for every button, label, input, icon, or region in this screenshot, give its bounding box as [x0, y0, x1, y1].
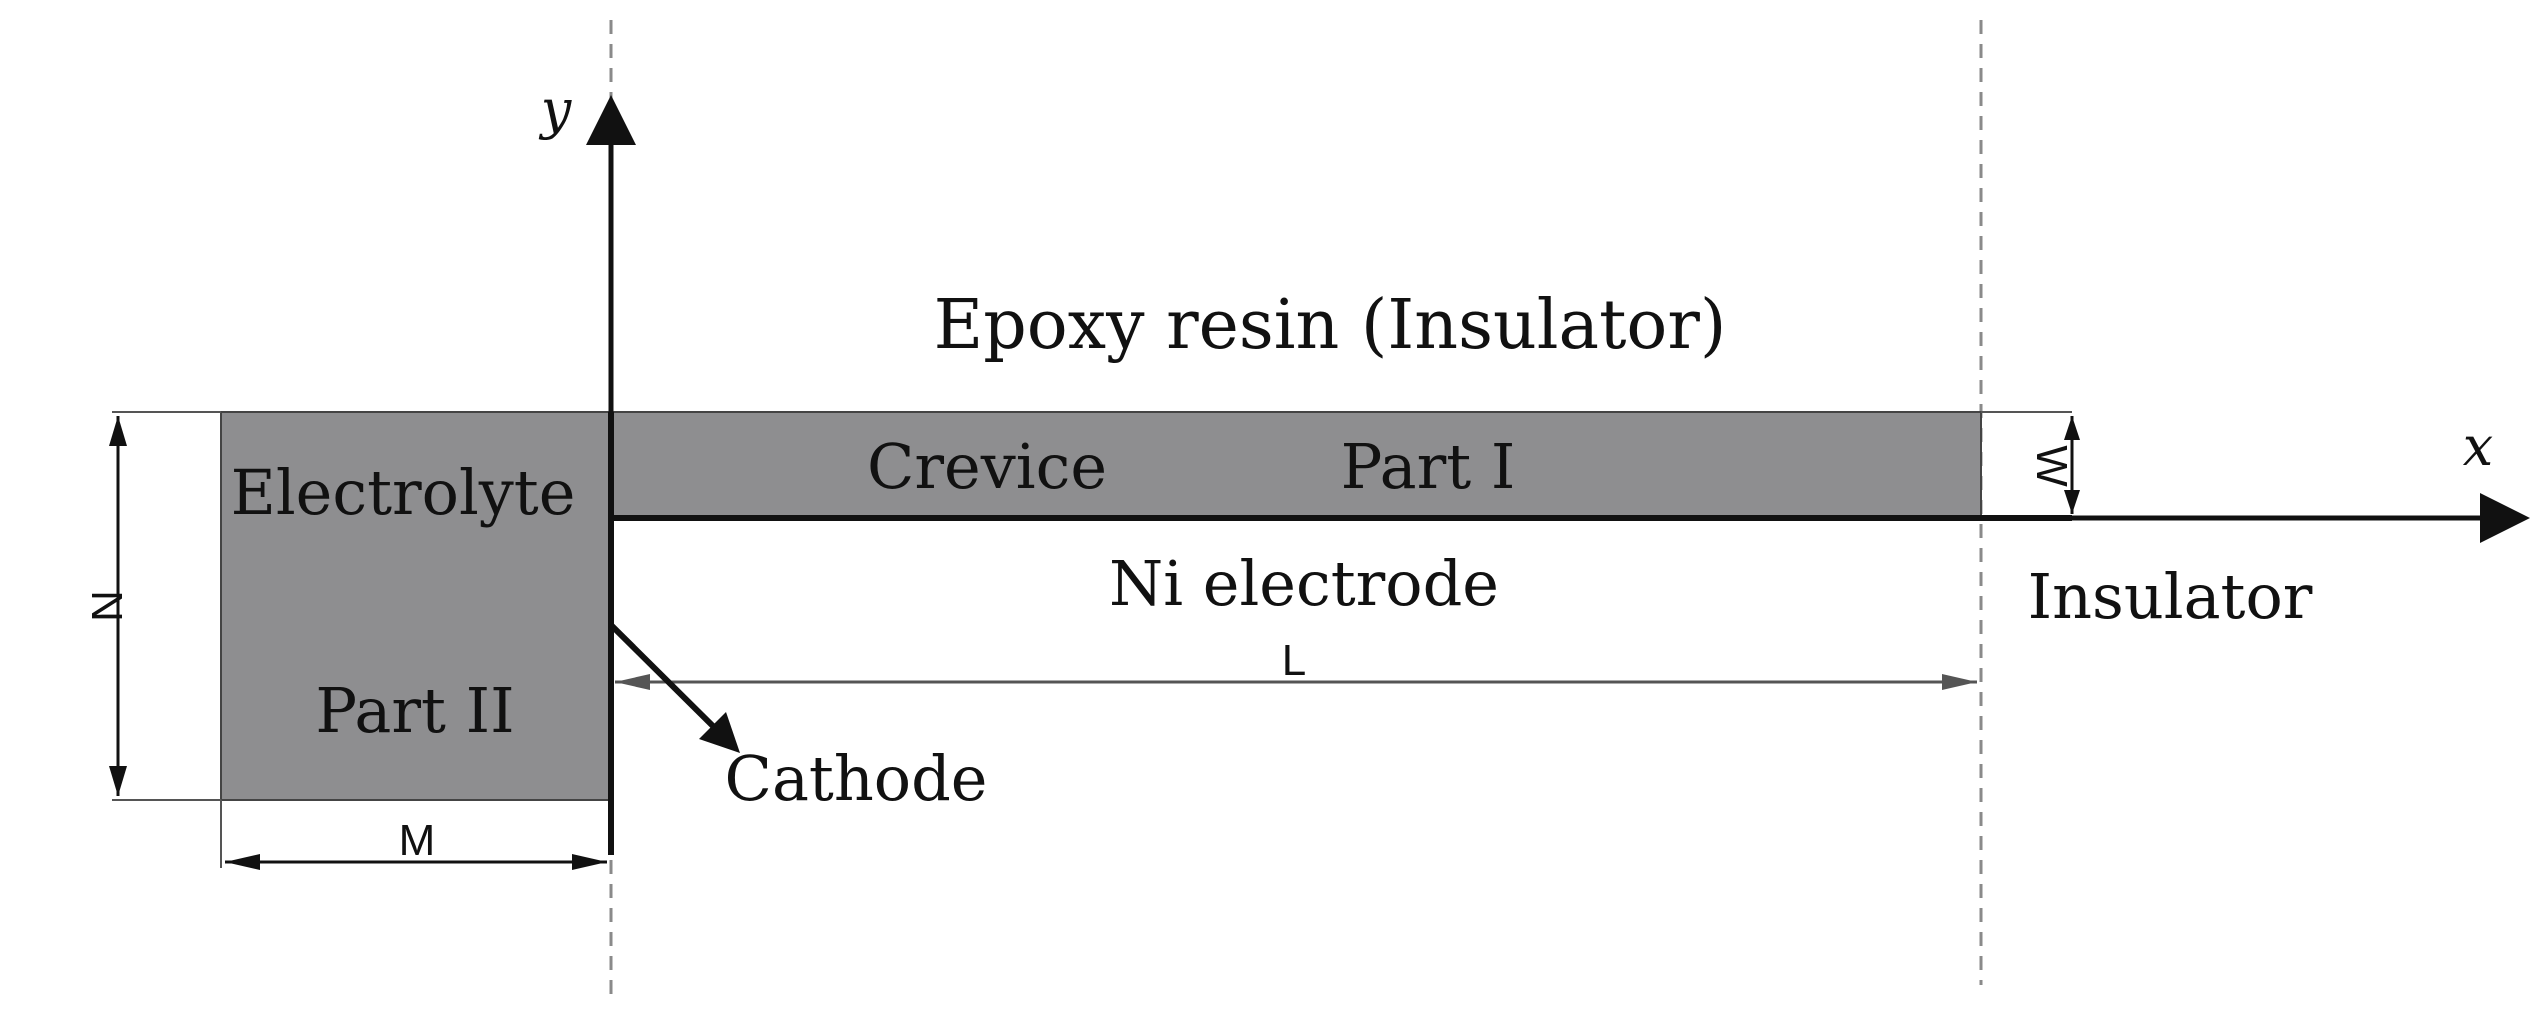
- label-dimension-w: W: [2027, 445, 2076, 487]
- label-dimension-n: N: [82, 590, 131, 622]
- cathode-pointer-arrow: [608, 622, 728, 741]
- label-insulator: Insulator: [2028, 560, 2313, 633]
- label-part-one: Part I: [1341, 430, 1516, 503]
- label-electrolyte: Electrolyte: [231, 456, 576, 529]
- dimension-n-arrow-top: [109, 416, 127, 446]
- label-epoxy-resin: Epoxy resin (Insulator): [934, 286, 1727, 365]
- cathode-pointer-head: [699, 712, 740, 753]
- label-dimension-l: L: [1282, 636, 1306, 685]
- dimension-l-arrow-left: [615, 674, 650, 690]
- label-x-axis: x: [2463, 415, 2493, 478]
- dimension-w-arrow-bottom: [2064, 490, 2080, 514]
- dimension-w-arrow-top: [2064, 416, 2080, 440]
- label-ni-electrode: Ni electrode: [1109, 547, 1499, 620]
- electrolyte-region: [220, 411, 612, 801]
- dimension-m-arrow-left: [225, 854, 260, 870]
- label-part-two: Part II: [315, 674, 514, 747]
- dimension-n-arrow-bottom: [109, 766, 127, 796]
- label-dimension-m: M: [399, 816, 436, 865]
- crevice-region: [610, 411, 1982, 519]
- dimension-l-arrow-right: [1942, 674, 1977, 690]
- label-cathode: Cathode: [725, 742, 988, 815]
- dimension-m-arrow-right: [572, 854, 607, 870]
- label-y-axis: y: [539, 78, 573, 141]
- label-crevice: Crevice: [867, 430, 1107, 503]
